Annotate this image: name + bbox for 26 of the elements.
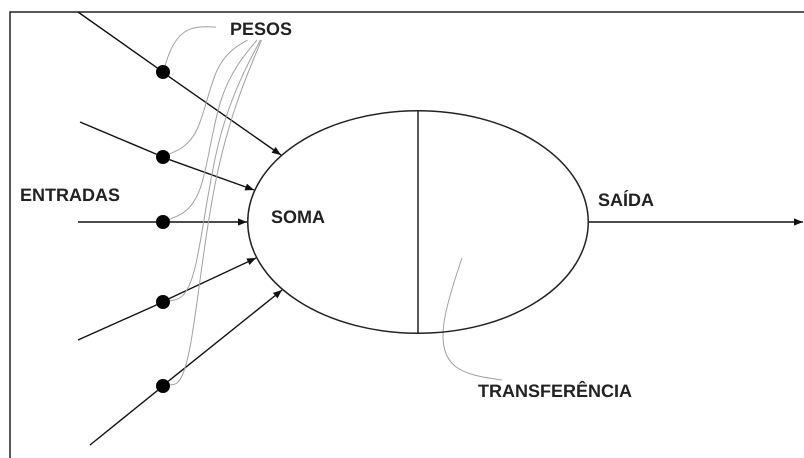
arrow	[168, 289, 283, 382]
input-line	[78, 304, 157, 341]
input-line	[78, 221, 156, 223]
input-line	[78, 11, 158, 69]
leader-line	[168, 40, 258, 220]
leader-line	[169, 40, 262, 386]
weight-dot	[156, 379, 170, 393]
input-label: ENTRADAS	[20, 186, 120, 204]
weight-dot	[156, 215, 170, 229]
weight-dot	[156, 295, 170, 309]
leader-line	[169, 40, 261, 302]
arrow	[168, 257, 256, 300]
callout-text: PESOS	[230, 20, 292, 38]
arrow	[170, 218, 247, 226]
node-label: SOMA	[271, 208, 325, 226]
weight-dot	[156, 65, 170, 79]
arrow	[589, 218, 803, 226]
leader-line	[168, 40, 248, 155]
weight-dot	[156, 150, 170, 164]
input-line	[90, 390, 158, 446]
leader-line	[442, 258, 502, 380]
leader-line	[164, 26, 216, 66]
callout-text: TRANSFERÊNCIA	[478, 382, 632, 400]
input-line	[80, 121, 157, 155]
arrow	[168, 76, 282, 156]
arrow	[169, 159, 254, 191]
